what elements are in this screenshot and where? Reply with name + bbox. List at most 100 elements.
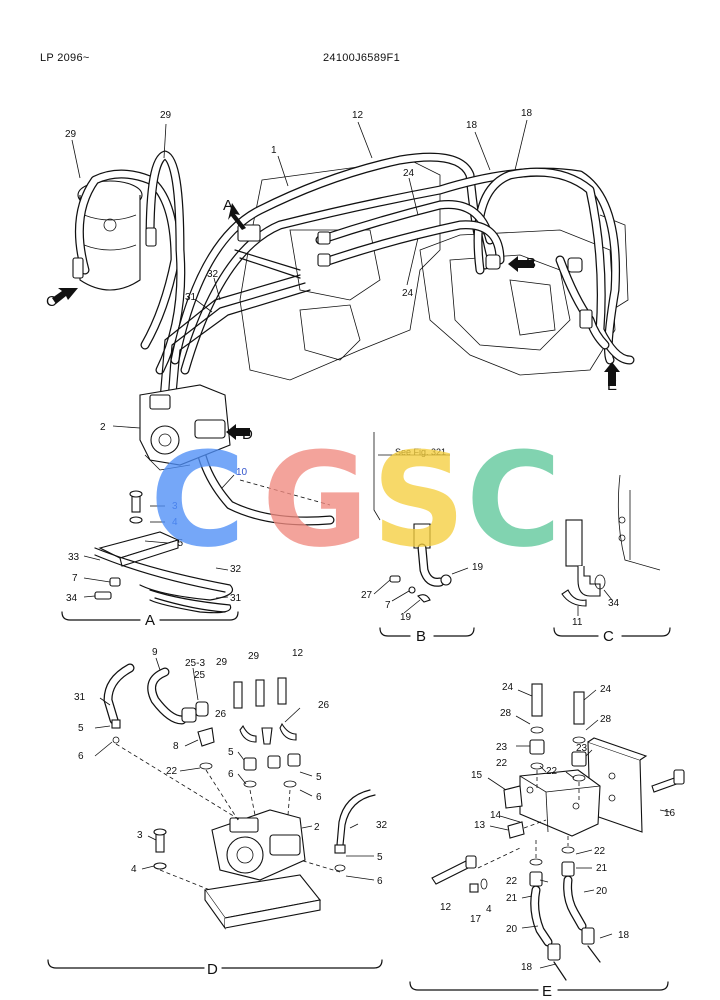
callout-18a: 18	[466, 120, 478, 131]
detail-e-callout-23b: 23	[576, 743, 588, 754]
detail-a: 33 7 34 32 31 A	[61, 490, 242, 629]
detail-a-callout-31: 31	[230, 593, 242, 604]
detail-e-callout-24b: 24	[600, 684, 612, 695]
detail-c-callout-34: 34	[608, 598, 620, 609]
detail-e-callout-15: 15	[471, 770, 483, 781]
arrow-e-icon	[604, 362, 620, 386]
detail-e-callout-17: 17	[470, 914, 482, 925]
detail-e-callout-12: 12	[440, 902, 452, 913]
detail-e-callout-4: 4	[486, 904, 492, 915]
detail-d: 9 25-3 25 29 29 12 31 26 26 5 6 8 22 5 6…	[47, 647, 388, 978]
detail-d-callout-6b: 6	[228, 769, 234, 780]
detail-d-callout-5b: 5	[228, 747, 234, 758]
detail-d-callout-6d: 6	[377, 876, 383, 887]
detail-a-callout-33: 33	[68, 552, 80, 563]
detail-d-callout-29a: 29	[216, 657, 228, 668]
detail-d-callout-25-3: 25-3	[185, 658, 205, 669]
detail-d-callout-25: 25	[194, 670, 206, 681]
detail-a-callout-7: 7	[72, 573, 78, 584]
watermark-letter-3: S	[372, 424, 466, 576]
callout-24a: 24	[403, 168, 415, 179]
detail-d-callout-5d: 5	[316, 772, 322, 783]
detail-a-callout-34: 34	[66, 593, 78, 604]
callout-4: 4	[172, 517, 178, 528]
detail-e-callout-21a: 21	[596, 863, 608, 874]
detail-e-callout-28b: 28	[600, 714, 612, 725]
detail-e: 24 24 28 28 23 23 22 22 15 16 14 13 22 2…	[409, 682, 685, 1000]
detail-d-callout-26b: 26	[318, 700, 330, 711]
callout-3: 3	[172, 501, 178, 512]
detail-d-callout-9: 9	[152, 647, 158, 658]
header-left-code: LP 2096~	[40, 52, 90, 64]
detail-d-callout-5c: 5	[377, 852, 383, 863]
detail-d-callout-5a: 5	[78, 723, 84, 734]
callout-24b: 24	[402, 288, 414, 299]
detail-b-callout-27: 27	[361, 590, 373, 601]
detail-e-callout-21b: 21	[506, 893, 518, 904]
header-drawing-number: 24100J6589F1	[323, 52, 400, 64]
detail-e-callout-22d: 22	[506, 876, 518, 887]
detail-b-callout-19b: 19	[400, 612, 412, 623]
callout-10: 10	[236, 467, 248, 478]
callout-29b: 29	[160, 110, 172, 121]
hose-fittings	[72, 224, 593, 329]
pump-valve	[139, 384, 231, 471]
detail-d-callout-6c: 6	[316, 792, 322, 803]
detail-e-callout-14: 14	[490, 810, 502, 821]
detail-b: 27 7 19 19 B	[361, 523, 484, 645]
view-label-c: C	[46, 293, 57, 310]
detail-d-callout-8: 8	[173, 741, 179, 752]
detail-e-callout-20b: 20	[506, 924, 518, 935]
view-label-b: B	[526, 255, 536, 272]
callout-31: 31	[185, 292, 197, 303]
view-label-a: A	[223, 197, 233, 214]
arrow-c-icon	[52, 288, 78, 304]
callout-2: 2	[100, 422, 106, 433]
detail-e-callout-23a: 23	[496, 742, 508, 753]
detail-d-callout-22: 22	[166, 766, 178, 777]
detail-d-callout-31: 31	[74, 692, 86, 703]
detail-e-callout-24a: 24	[502, 682, 514, 693]
detail-e-callout-28a: 28	[500, 708, 512, 719]
detail-e-callout-16: 16	[664, 808, 676, 819]
arrow-a-icon	[228, 203, 246, 230]
detail-e-callout-20a: 20	[596, 886, 608, 897]
callout-18b: 18	[521, 108, 533, 119]
detail-e-callout-18a: 18	[618, 930, 630, 941]
detail-e-callout-22b: 22	[546, 766, 558, 777]
detail-c-callout-11: 11	[572, 617, 583, 628]
watermark-letter-4: C	[466, 424, 561, 576]
detail-b-callout-19a: 19	[472, 562, 484, 573]
callout-1: 1	[271, 145, 277, 156]
detail-d-callout-29b: 29	[248, 651, 260, 662]
detail-c: 11 34 C	[553, 474, 671, 645]
detail-d-callout-12: 12	[292, 648, 304, 659]
view-arrows	[52, 203, 620, 440]
detail-a-callout-32: 32	[230, 564, 242, 575]
steel-pipes	[159, 249, 311, 406]
detail-c-title: C	[603, 628, 614, 645]
detail-d-callout-6a: 6	[78, 751, 84, 762]
watermark-letter-1: C	[150, 424, 245, 576]
detail-b-callout-7: 7	[385, 600, 391, 611]
callout-32: 32	[207, 269, 219, 280]
callout-12: 12	[352, 110, 364, 121]
view-label-d: D	[242, 426, 253, 443]
see-fig-note: See Fig. 321	[395, 447, 446, 457]
view-label-e: E	[607, 377, 617, 394]
detail-d-callout-4: 4	[131, 864, 137, 875]
detail-d-callout-3: 3	[137, 830, 143, 841]
detail-d-callout-2: 2	[314, 822, 320, 833]
arrow-d-icon	[226, 424, 250, 440]
detail-e-title: E	[542, 983, 552, 1000]
detail-e-callout-22c: 22	[594, 846, 606, 857]
watermark: C G S C	[150, 424, 561, 576]
detail-a-title: A	[145, 612, 155, 629]
detail-e-callout-18b: 18	[521, 962, 533, 973]
watermark-letter-2: G	[262, 424, 369, 576]
callout-29a: 29	[65, 129, 77, 140]
main-leaders	[71, 119, 528, 489]
main-assembly-view: 1 2 12 18 18 24 24 29 29 31 32 10 3 4 35…	[46, 108, 635, 549]
detail-e-callout-13: 13	[474, 820, 486, 831]
detail-d-title: D	[207, 961, 218, 978]
